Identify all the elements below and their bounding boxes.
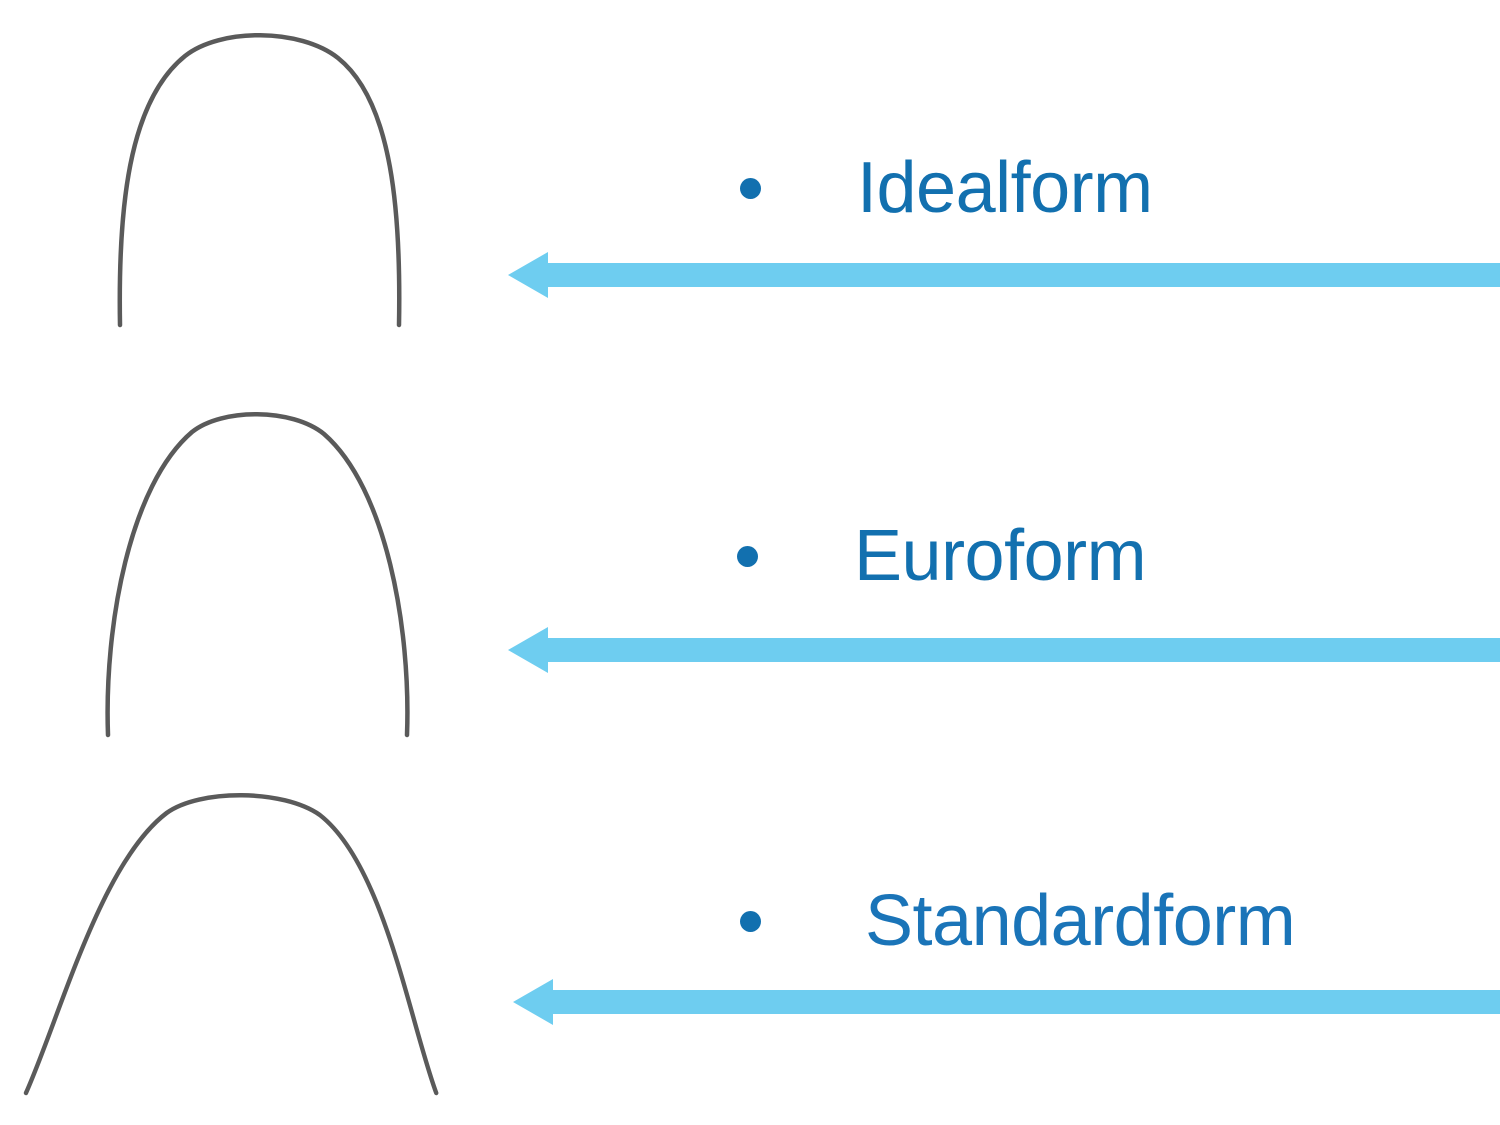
list-item-euroform[interactable]: Euroform [737, 516, 1147, 596]
list-item-standardform[interactable]: Standardform [740, 881, 1296, 961]
archwire-diagram-euroform [0, 400, 500, 750]
list-item-label: Standardform [865, 881, 1296, 961]
bullet-dot-icon [737, 545, 758, 567]
arrow-left-icon [508, 252, 1500, 298]
arrow-left-icon [508, 627, 1500, 673]
list-item-idealform[interactable]: Idealform [740, 152, 1153, 224]
bullet-dot-icon [740, 177, 761, 199]
arrow-left-euroform [508, 620, 1500, 680]
list-item-label: Euroform [854, 516, 1147, 596]
archwire-diagram-idealform [0, 10, 500, 350]
list-item-label: Idealform [857, 148, 1153, 228]
archwire-shape-euroform [105, 412, 410, 738]
archwire-diagram-standardform [0, 785, 500, 1115]
bullet-dot-icon [740, 910, 761, 932]
archwire-shape-idealform [117, 33, 402, 328]
arrow-left-standardform [513, 972, 1500, 1032]
archwire-shape-standardform [23, 793, 439, 1096]
arrow-left-idealform [508, 245, 1500, 305]
arrow-left-icon [513, 979, 1500, 1025]
